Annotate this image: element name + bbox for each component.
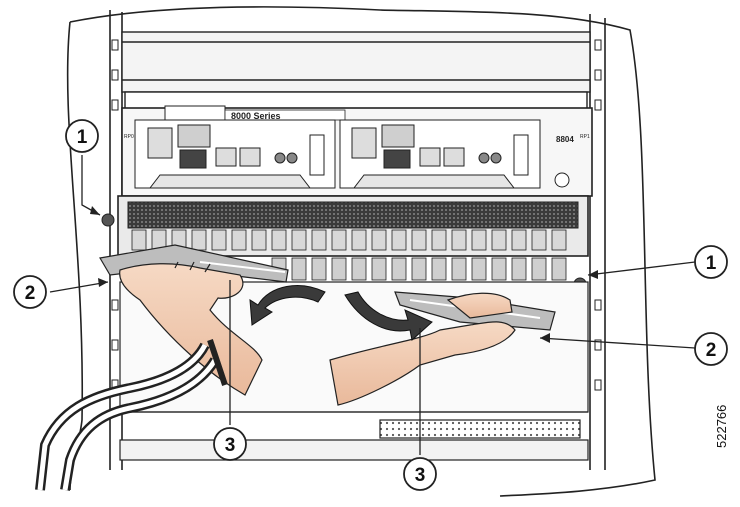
leader-arrowheads xyxy=(90,206,598,343)
route-processor-left xyxy=(134,119,336,189)
callout-3-right: 3 xyxy=(403,457,437,491)
right-hand xyxy=(329,292,516,406)
route-processor-right xyxy=(339,119,541,189)
callout-3-left: 3 xyxy=(213,427,247,461)
chassis-series-label: 8000 Series xyxy=(231,111,281,121)
rp0-label: RP0 xyxy=(124,134,134,140)
callout-3-left-label: 3 xyxy=(225,435,236,456)
line-card-ports xyxy=(131,229,567,251)
callout-2-left: 2 xyxy=(13,275,47,309)
rack-rail-holes xyxy=(111,39,602,391)
callout-1-top-left: 1 xyxy=(65,119,99,153)
left-hand xyxy=(119,261,263,396)
figure-number: 522766 xyxy=(714,405,729,448)
callout-1-right-label: 1 xyxy=(706,253,717,274)
chassis-body: 8000 Series 8804 cisco RP0 RP1 xyxy=(121,105,593,197)
captive-screw-left xyxy=(101,213,115,227)
callout-3-right-label: 3 xyxy=(415,465,426,486)
callout-2-right: 2 xyxy=(694,332,728,366)
rotation-arrow-right xyxy=(344,291,433,341)
esd-wrist-strap xyxy=(35,339,228,491)
rotation-arrow-left xyxy=(249,285,326,326)
rp1-label: RP1 xyxy=(580,134,590,140)
top-shelf xyxy=(121,31,591,115)
ejector-lever-left xyxy=(99,244,289,283)
callout-1-top-left-label: 1 xyxy=(77,127,88,148)
callout-1-right: 1 xyxy=(694,245,728,279)
callout-2-right-label: 2 xyxy=(706,340,717,361)
chassis-model-label: 8804 xyxy=(556,135,574,144)
callout-2-left-label: 2 xyxy=(25,283,36,304)
